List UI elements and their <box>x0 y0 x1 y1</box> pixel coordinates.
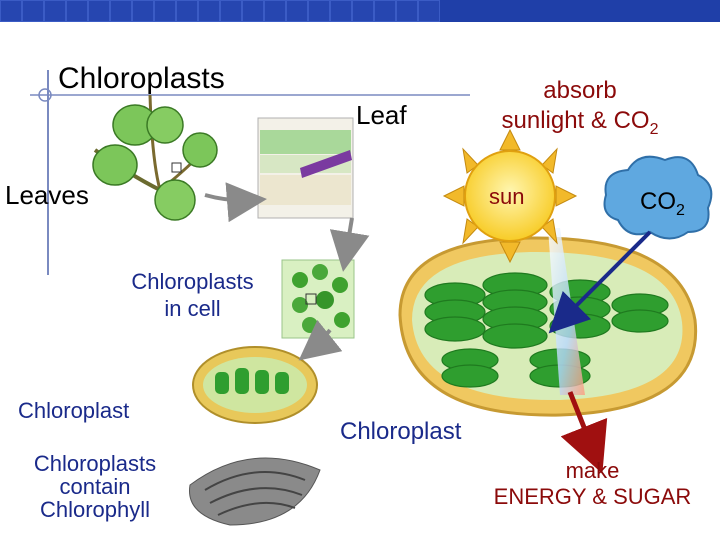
micrograph <box>189 457 321 526</box>
co2-cloud-icon <box>603 155 713 240</box>
contain-chlorophyll-label: Chloroplasts contain Chlorophyll <box>33 451 157 522</box>
co2-arrow <box>548 230 652 334</box>
header-squares <box>0 0 440 22</box>
make-energy-sugar-label: make ENERGY & SUGAR <box>493 458 692 509</box>
large-chloroplast <box>398 228 698 417</box>
sun-label: sun <box>489 184 525 209</box>
absorb-label: absorb sunlight & CO2 <box>501 77 659 138</box>
title-guides <box>30 70 470 275</box>
leaf-label: Leaf <box>356 100 407 130</box>
process-arrows <box>204 182 370 361</box>
leaves-label: Leaves <box>5 180 89 210</box>
chloroplast-center-label: Chloroplast <box>340 418 462 445</box>
output-arrow <box>560 391 608 474</box>
leaves-illustration <box>92 94 218 221</box>
leaf-cross-section <box>171 117 354 219</box>
slide-title: Chloroplasts <box>58 62 225 95</box>
chloroplast-left-label: Chloroplast <box>18 398 130 423</box>
co2-label: CO2 <box>640 188 685 219</box>
chloroplasts-in-cell-label: Chloroplasts in cell <box>131 269 254 321</box>
cell-illustration <box>281 259 355 339</box>
small-chloroplast <box>192 346 318 424</box>
sun-icon <box>442 128 578 264</box>
